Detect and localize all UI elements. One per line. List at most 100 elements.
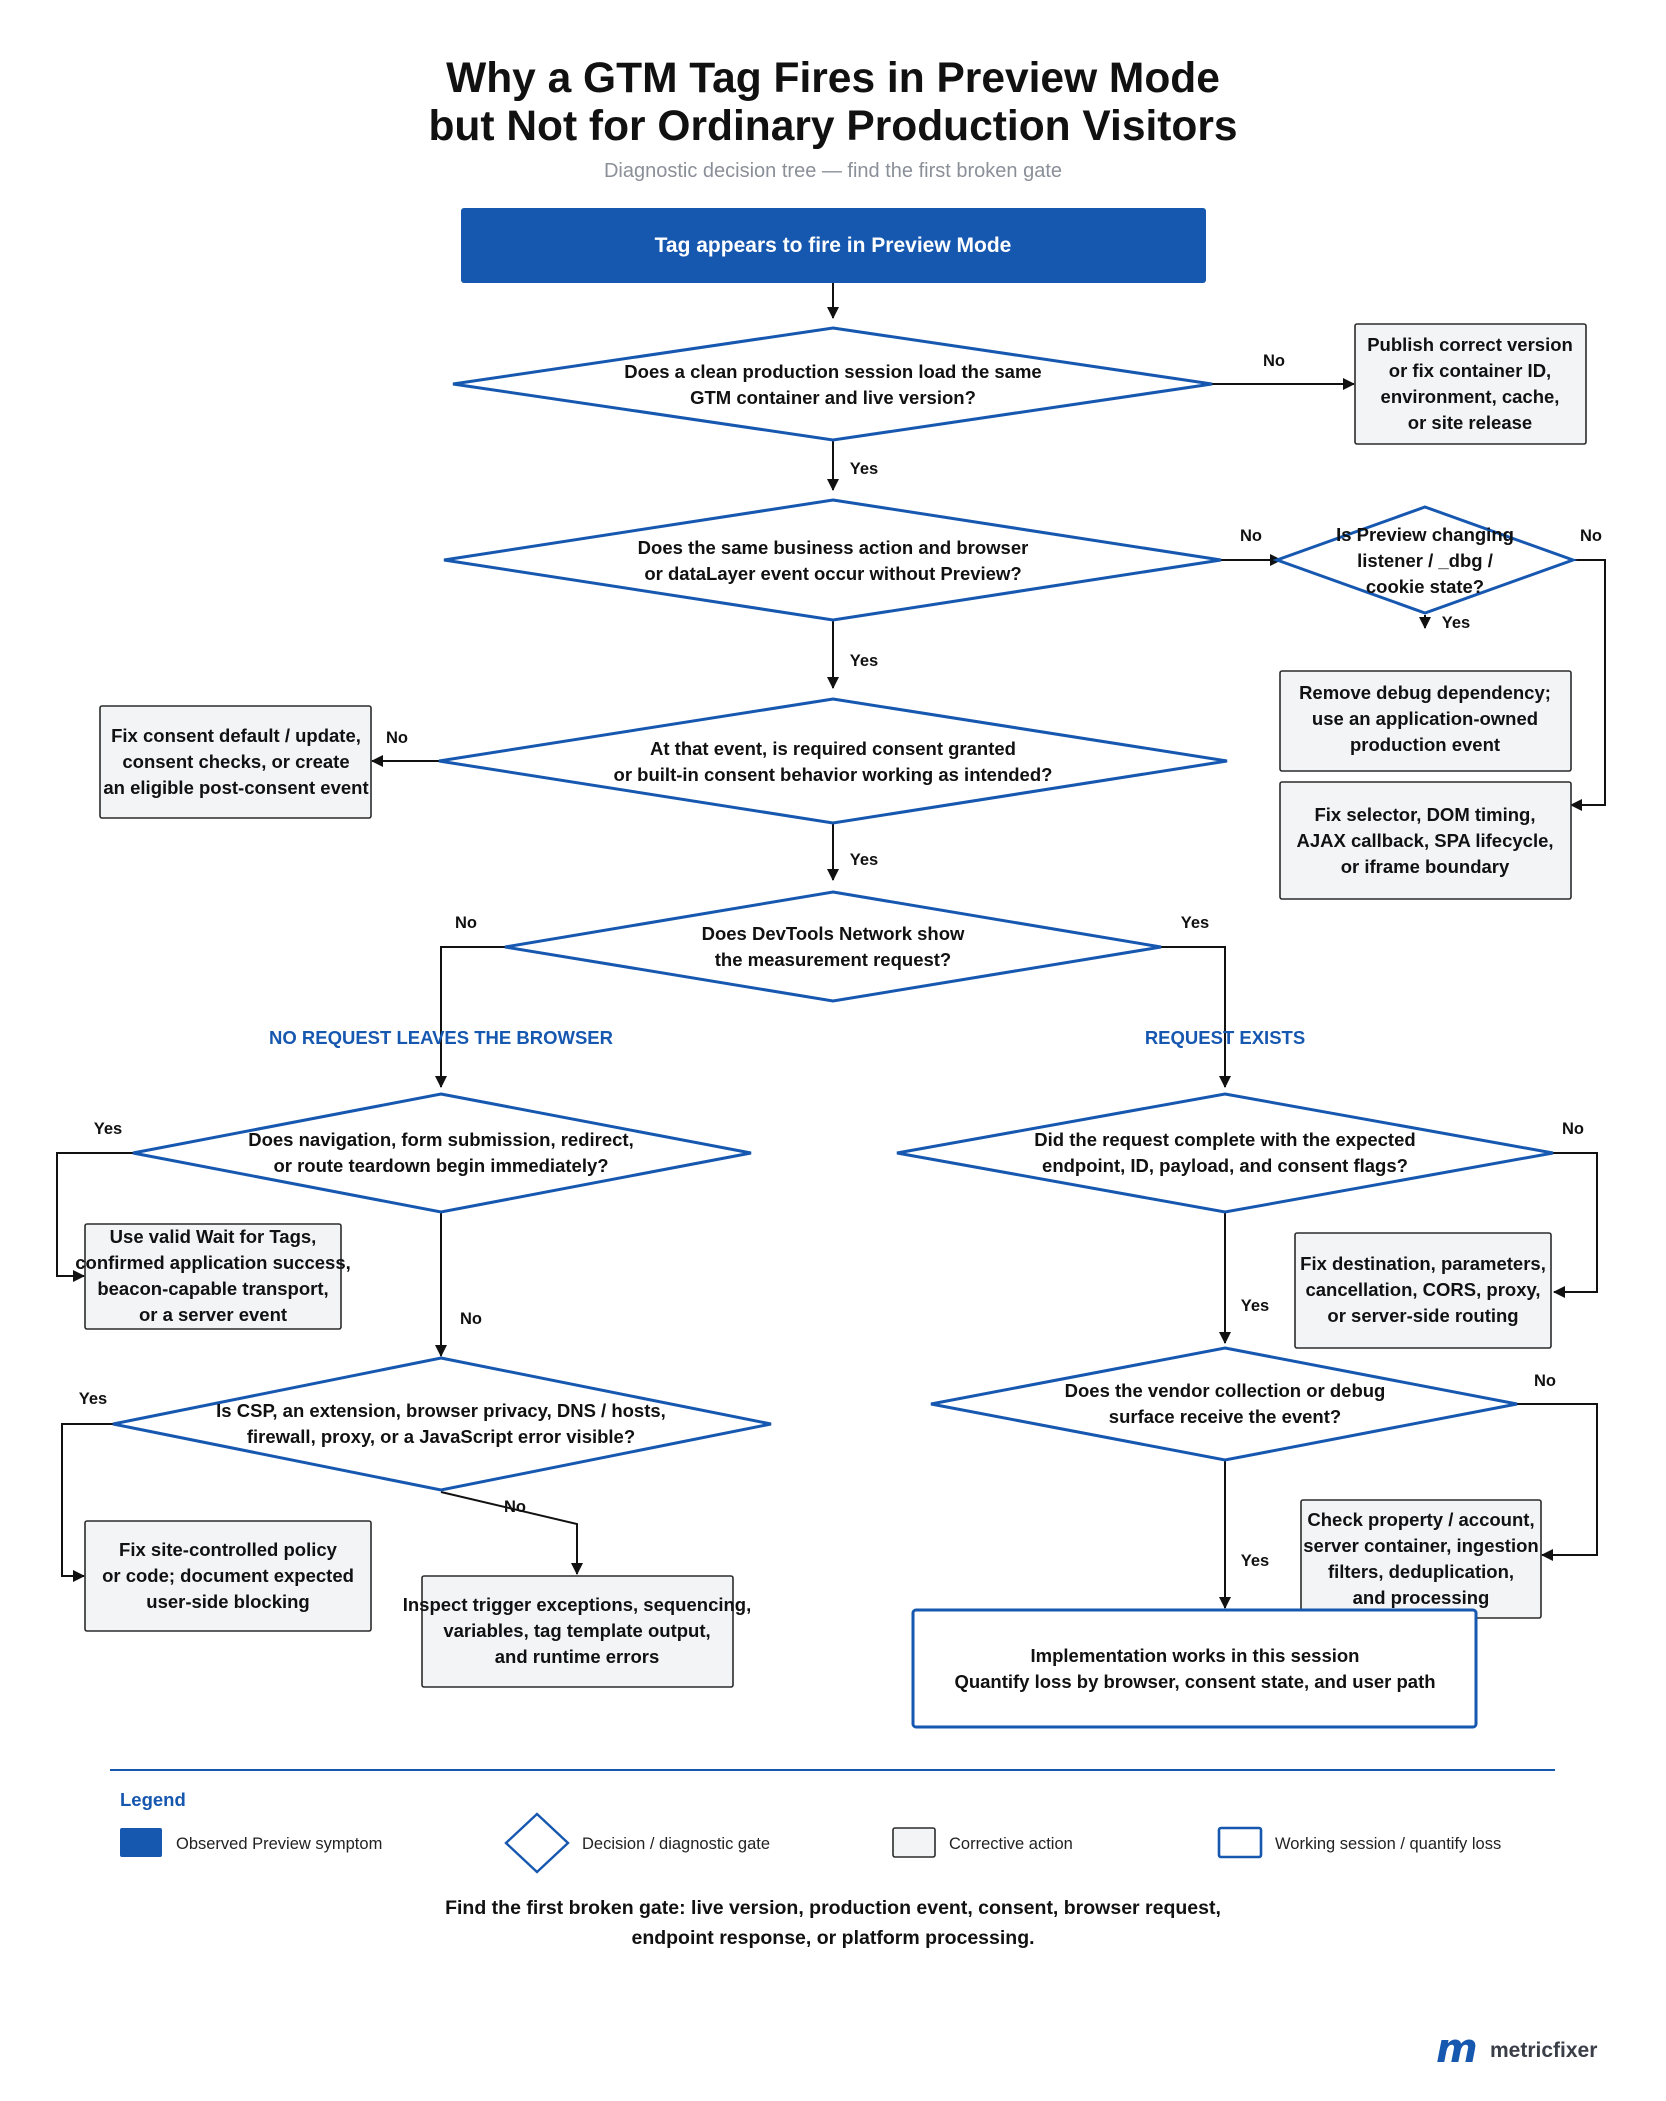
label-line: cookie state? — [1366, 576, 1484, 597]
section-label-request-exists: REQUEST EXISTS — [1145, 1027, 1305, 1048]
label-line: but Not for Ordinary Production Visitors — [428, 103, 1237, 150]
label-line: or built-in consent behavior working as … — [614, 764, 1053, 785]
label-line: the measurement request? — [715, 949, 951, 970]
node-devtools-decision: Does DevTools Network show the measuremen… — [504, 890, 1162, 1003]
start-box — [461, 208, 1206, 283]
node-csp-decision: Is CSP, an extension, browser privacy, D… — [112, 1356, 772, 1492]
destination-action-label: Fix destination, parameters,cancellation… — [1300, 1253, 1546, 1326]
node-start: Tag appears to fire in Preview Mode — [461, 208, 1206, 283]
end-box — [911, 1608, 1478, 1729]
edge-label-yes: Yes — [1241, 1297, 1269, 1315]
publish-action-box — [1354, 323, 1587, 445]
label-line: use an application-owned — [1312, 708, 1538, 729]
label-line: Does DevTools Network show — [702, 923, 965, 944]
label-line: Fix consent default / update, — [111, 725, 361, 746]
edge-label-no: No — [455, 914, 477, 932]
label-line: listener / _dbg / — [1357, 550, 1493, 571]
edge-label-yes: Yes — [1442, 614, 1470, 632]
label-line: Inspect trigger exceptions, sequencing, — [403, 1594, 752, 1615]
label-line: server container, ingestion — [1303, 1535, 1538, 1556]
legend-title: Legend — [120, 1789, 186, 1810]
edge-devtools-yes — [1161, 946, 1231, 1088]
inspect-action-label: Inspect trigger exceptions, sequencing,v… — [403, 1594, 752, 1667]
node-policy-action: Fix site-controlled policy or code; docum… — [84, 1520, 372, 1632]
edge-preview-no — [1570, 559, 1606, 811]
legend: Legend Observed Preview symptom Decision… — [110, 1769, 1555, 1874]
business-decision-label: Does the same business action and browse… — [638, 537, 1029, 584]
selector-action-label: Fix selector, DOM timing,AJAX callback, … — [1296, 804, 1553, 877]
legend-item-symptom: Observed Preview symptom — [176, 1835, 382, 1853]
label-line: Find the first broken gate: live version… — [445, 1897, 1221, 1919]
label-line: Tag appears to fire in Preview Mode — [655, 234, 1012, 257]
legend-item-action: Corrective action — [949, 1835, 1073, 1853]
csp-decision-label: Is CSP, an extension, browser privacy, D… — [216, 1400, 666, 1447]
legend-swatch-action — [892, 1827, 936, 1858]
node-consent-action: Fix consent default / update, consent che… — [99, 705, 372, 819]
wait-action-box — [84, 1223, 342, 1330]
policy-action-box — [84, 1520, 372, 1632]
label-line: environment, cache, — [1381, 386, 1560, 407]
label-line: At that event, is required consent grant… — [650, 738, 1016, 759]
preview-decision-label: Is Preview changing listener / _dbg / cook… — [1336, 524, 1514, 597]
navigation-decision-diamond — [132, 1092, 752, 1214]
label-line: or route teardown begin immediately? — [273, 1155, 608, 1176]
label-line: or site release — [1408, 412, 1532, 433]
legend-swatch-decision — [504, 1812, 570, 1874]
edge-label-yes: Yes — [94, 1120, 122, 1138]
node-navigation-decision: Does navigation, form submission, redire… — [132, 1092, 752, 1214]
label-line: Fix site-controlled policy — [119, 1539, 338, 1560]
brand-logo: m metricfixer — [1436, 2026, 1597, 2072]
property-action-label: Check property / account,server containe… — [1303, 1509, 1538, 1608]
container-decision-label: Does a clean production session load the… — [624, 361, 1041, 408]
label-line: Quantify loss by browser, consent state,… — [954, 1671, 1435, 1692]
node-request-decision: Did the request complete with the expect… — [896, 1092, 1554, 1214]
consent-action-box — [99, 705, 372, 819]
edge-label-no: No — [1562, 1120, 1584, 1138]
navigation-decision-label: Does navigation, form submission, redire… — [248, 1129, 634, 1176]
legend-swatch-symptom — [120, 1828, 162, 1857]
label-line: filters, deduplication, — [1328, 1561, 1514, 1582]
policy-action-label: Fix site-controlled policy or code; docum… — [102, 1539, 354, 1612]
node-property-action: Check property / account,server containe… — [1300, 1499, 1542, 1619]
label-line: Fix selector, DOM timing, — [1314, 804, 1535, 825]
edge-label-yes: Yes — [79, 1390, 107, 1408]
label-line: confirmed application success, — [75, 1252, 351, 1273]
edge-navigation-yes — [56, 1152, 133, 1282]
wait-action-label: Use valid Wait for Tags,confirmed applic… — [75, 1226, 351, 1325]
label-line: consent checks, or create — [122, 751, 349, 772]
preview-decision-diamond — [1272, 505, 1578, 615]
label-line: Remove debug dependency; — [1299, 682, 1551, 703]
devtools-decision-label: Does DevTools Network show the measuremen… — [702, 923, 965, 970]
node-business-decision: Does the same business action and browse… — [443, 498, 1222, 622]
label-line: cancellation, CORS, proxy, — [1305, 1279, 1540, 1300]
edge-label-yes: Yes — [850, 851, 878, 869]
label-line: Is Preview changing — [1336, 524, 1514, 545]
edge-label-no: No — [1534, 1372, 1556, 1390]
label-line: Implementation works in this session — [1031, 1645, 1360, 1666]
vendor-decision-diamond — [930, 1346, 1518, 1462]
debug-action-label: Remove debug dependency; use an applicati… — [1299, 682, 1551, 755]
label-line: endpoint, ID, payload, and consent flags… — [1042, 1155, 1408, 1176]
label-line: user-side blocking — [146, 1591, 309, 1612]
label-line: Does navigation, form submission, redire… — [248, 1129, 634, 1150]
destination-action-box — [1294, 1232, 1552, 1349]
label-line: and runtime errors — [495, 1646, 660, 1667]
label-line: or code; document expected — [102, 1565, 354, 1586]
edge-csp-no — [440, 1491, 583, 1575]
legend-item-decision: Decision / diagnostic gate — [582, 1835, 770, 1853]
label-line: Publish correct version — [1367, 334, 1573, 355]
devtools-decision-diamond — [504, 890, 1162, 1003]
footer-note: Find the first broken gate: live version… — [445, 1897, 1221, 1949]
request-decision-label: Did the request complete with the expect… — [1034, 1129, 1415, 1176]
label-line: or iframe boundary — [1341, 856, 1510, 877]
edge-label-no: No — [1580, 527, 1602, 545]
node-debug-action: Remove debug dependency; use an applicati… — [1279, 670, 1572, 772]
edge-label-no: No — [460, 1310, 482, 1328]
